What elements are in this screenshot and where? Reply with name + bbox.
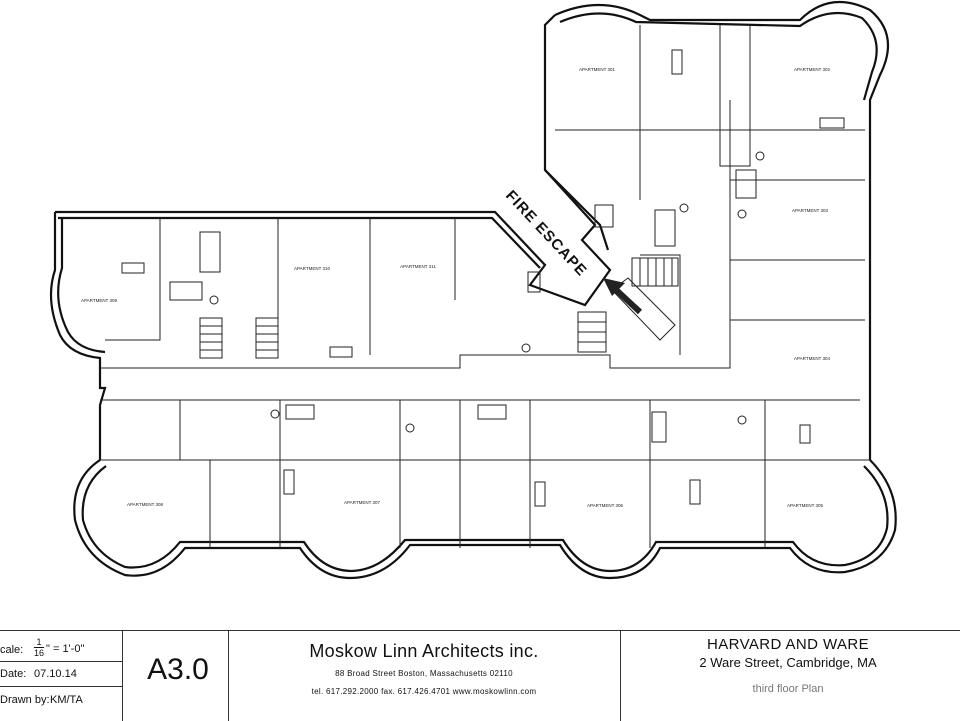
firm-contact: tel. 617.292.2000 fax. 617.426.4701 www.…	[311, 687, 537, 696]
apartment-label-301: APARTMENT 301	[579, 67, 616, 72]
sheet-number: A3.0	[147, 653, 209, 686]
apartment-label-311: APARTMENT 311	[400, 264, 436, 269]
title-block: cale: 1 16 " = 1'-0" Date: 07.10.14 Draw…	[0, 630, 960, 721]
stairs	[199, 257, 679, 359]
date-field: Date: 07.10.14	[0, 668, 77, 680]
west-wing-walls	[49, 14, 612, 460]
apartment-label-310: APARTMENT 310	[294, 266, 331, 271]
apartment-label-302: APARTMENT 302	[794, 67, 831, 72]
apartment-label-303: APARTMENT 303	[792, 208, 829, 213]
apartment-label-304: APARTMENT 304	[794, 356, 831, 361]
drawn-by-field: Drawn by: KM/TA	[0, 694, 83, 706]
apartment-label-309: APARTMENT 309	[81, 298, 118, 303]
apartment-label-305: APARTMENT 305	[787, 503, 824, 508]
scale-field: cale: 1 16 " = 1'-0"	[0, 637, 85, 658]
sheet-title: third floor Plan	[752, 683, 824, 695]
north-wing-walls	[544, 0, 890, 460]
apartment-label-306: APARTMENT 306	[587, 503, 624, 508]
project-name: HARVARD AND WARE	[707, 636, 869, 653]
fixtures	[121, 49, 845, 507]
firm-address: 88 Broad Street Boston, Massachusetts 02…	[335, 669, 513, 678]
apartment-label-308: APARTMENT 308	[127, 502, 164, 507]
interior-walls	[100, 25, 870, 548]
fire-escape-arrow-icon	[603, 278, 643, 315]
firm-name: Moskow Linn Architects inc.	[309, 641, 539, 661]
project-address: 2 Ware Street, Cambridge, MA	[699, 655, 877, 670]
apartment-label-307: APARTMENT 307	[344, 500, 381, 505]
south-bays	[73, 459, 897, 580]
